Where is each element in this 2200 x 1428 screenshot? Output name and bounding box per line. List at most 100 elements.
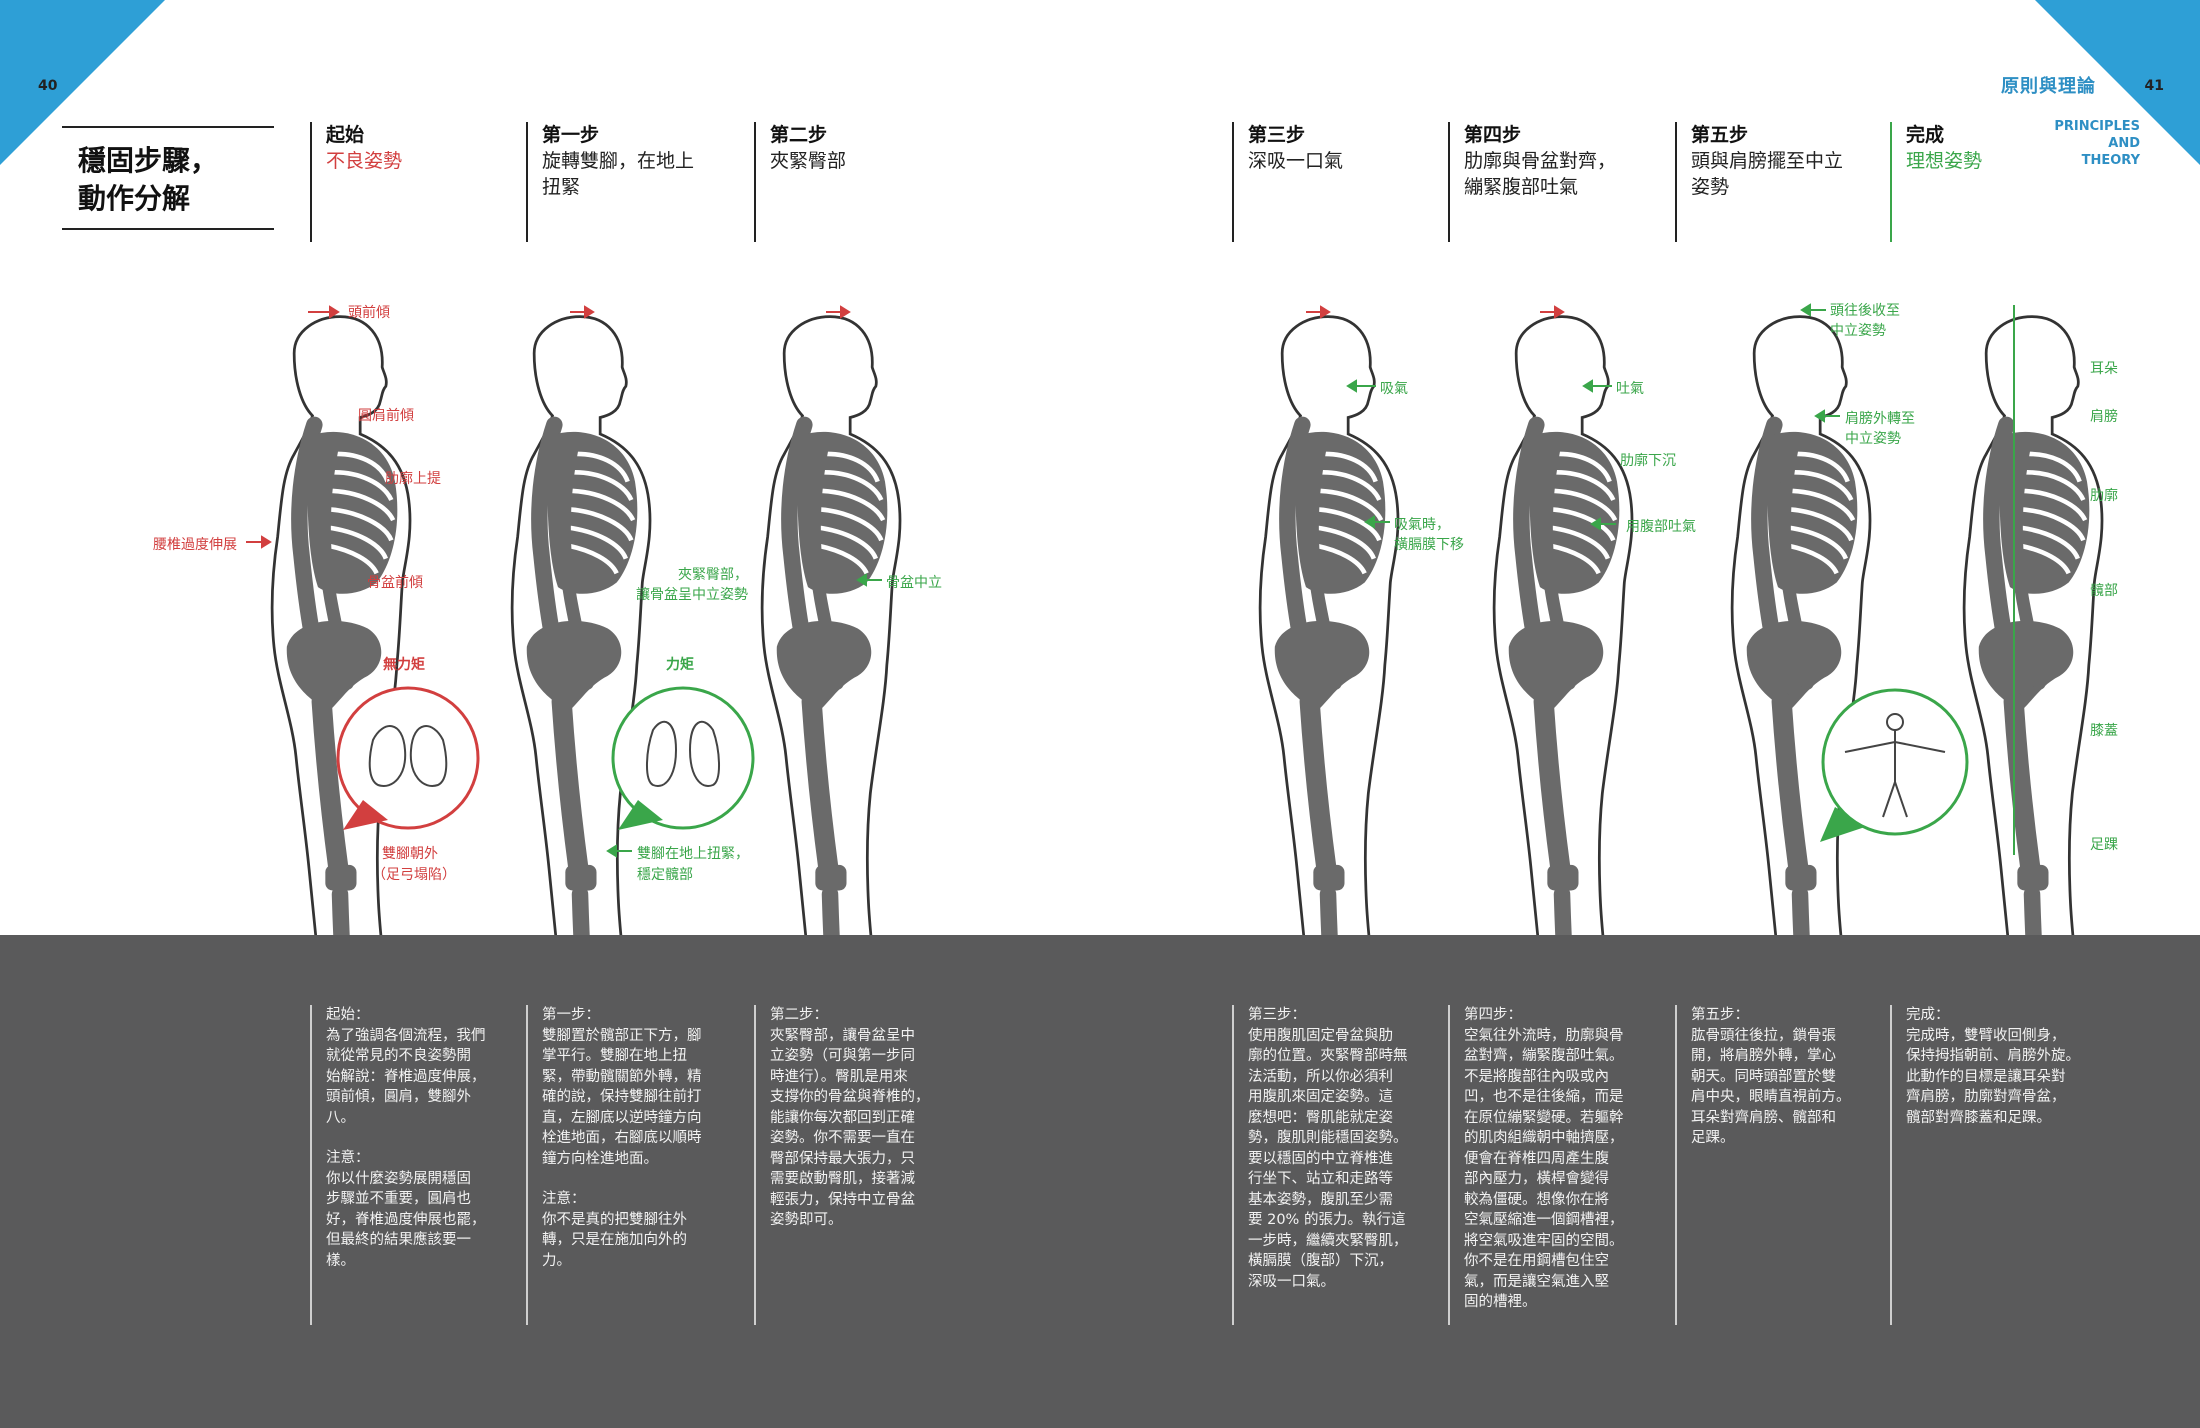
note-step5: 第五步： 肱骨頭往後拉，鎖骨張 開，將肩膀外轉，掌心 朝天。同時頭部置於雙 肩中…	[1675, 1005, 1875, 1325]
note-line: 樣。	[326, 1252, 355, 1269]
label-ear: 耳朵	[2090, 361, 2118, 377]
note-line: 肱骨頭往後拉，鎖骨張	[1691, 1027, 1836, 1044]
note-line: 掌平行。雙腳在地上扭	[542, 1048, 687, 1064]
label-diaphragm-down: 橫膈膜下移	[1394, 537, 1464, 553]
note-line: 為了強調各個流程，我們	[326, 1027, 486, 1044]
label-rounded-shoulder: 圓肩前傾	[358, 408, 414, 424]
note-line: 將空氣吸進牢固的空間。	[1464, 1232, 1624, 1249]
step-number: 第一步	[542, 124, 600, 146]
label-shoulder: 肩膀	[2090, 409, 2118, 425]
note-line: 就從常見的不良姿勢開	[326, 1048, 471, 1064]
note-line: 鐘方向栓進地面。	[542, 1150, 658, 1167]
label-ankle: 足踝	[2090, 837, 2118, 853]
label-stabilize-hips: 穩定髖部	[637, 867, 693, 883]
note-line: 第五步：	[1691, 1007, 1749, 1023]
and-line: AND	[2108, 136, 2140, 151]
note-line: 的肌肉組織朝中軸擠壓，	[1464, 1130, 1624, 1146]
note-line: 麼想吧：臀肌能就定姿	[1248, 1109, 1393, 1126]
step-number: 第五步	[1691, 124, 1749, 146]
note-line: 第三步：	[1248, 1007, 1306, 1023]
label-shoulder-rotate: 肩膀外轉至	[1845, 411, 1915, 427]
label-rib-flare: 肋廓上提	[385, 471, 441, 487]
label-neutral-pelvis: 骨盆中立	[886, 575, 942, 591]
label-rib-down: 肋廓下沉	[1620, 453, 1676, 469]
torque-label: 力矩	[666, 657, 694, 673]
step-subtitle: 旋轉雙腳，在地上	[542, 150, 695, 172]
note-line: 用腹肌來固定姿勢。這	[1248, 1089, 1393, 1105]
note-step2: 第二步： 夾緊臀部，讓骨盆呈中 立姿勢（可與第一步同 時進行）。臀肌是用來 支撐…	[754, 1005, 954, 1325]
note-line: 起始：	[326, 1007, 370, 1023]
step-subtitle: 夾緊臀部	[770, 150, 847, 172]
note-line: 姿勢。你不需要一直在	[770, 1130, 915, 1146]
note-line: 廓的位置。夾緊臀部時無	[1248, 1048, 1408, 1064]
note-line: 栓進地面，右腳底以順時	[542, 1130, 702, 1146]
note-line: 保持拇指朝前、肩膀外旋。	[1906, 1048, 2080, 1064]
principles-and-theory-label: PRINCIPLES AND THEORY	[2054, 118, 2140, 169]
note-line: 立姿勢（可與第一步同	[770, 1048, 915, 1064]
note-line: 基本姿勢，腹肌至少需	[1248, 1191, 1393, 1208]
notes-band	[0, 935, 2200, 1428]
chapter-title: 原則與理論	[2001, 76, 2096, 97]
note-line: 使用腹肌固定骨盆與肋	[1248, 1027, 1393, 1044]
note-start: 起始： 為了強調各個流程，我們 就從常見的不良姿勢開 始解說：脊椎過度伸展， 頭…	[310, 1005, 500, 1325]
label-screw-feet: 雙腳在地上扭緊，	[637, 846, 749, 862]
note-line: 臀部保持最大張力，只	[770, 1150, 915, 1167]
step-subtitle: 深吸一口氣	[1248, 150, 1344, 172]
step-header-start: 起始 不良姿勢	[310, 122, 510, 242]
step-subtitle: 理想姿勢	[1906, 150, 1983, 172]
note-line: 齊肩膀，肋廓對齊骨盆，	[1906, 1089, 2066, 1105]
note-line: 完成：	[1906, 1007, 1950, 1023]
note-line: 頭前傾，圓肩，雙腳外	[326, 1089, 471, 1105]
note-line: 夾緊臀部，讓骨盆呈中	[770, 1027, 915, 1044]
no-torque-label: 無力矩	[383, 657, 425, 673]
step-header-finish: 完成 理想姿勢	[1890, 122, 2040, 242]
note-line: 第二步：	[770, 1007, 828, 1023]
note-line: 力。	[542, 1252, 571, 1269]
label-feet-out: 雙腳朝外	[382, 846, 438, 862]
step-number: 第三步	[1248, 124, 1306, 146]
right-corner-tab	[2035, 0, 2200, 165]
note-line: 便會在脊椎四周產生腹	[1464, 1150, 1609, 1167]
note-line: 不是將腹部往內吸或內	[1464, 1068, 1609, 1085]
step-subtitle: 扭緊	[542, 176, 581, 198]
note-finish: 完成： 完成時，雙臂收回側身， 保持拇指朝前、肩膀外旋。 此動作的目標是讓耳朵對…	[1890, 1005, 2100, 1325]
step-subtitle: 不良姿勢	[326, 150, 403, 172]
annotation-arrows	[246, 303, 1840, 858]
note-line: 部內壓力，橫桿會變得	[1464, 1171, 1609, 1187]
step-header-1: 第一步 旋轉雙腳，在地上 扭緊	[526, 122, 736, 242]
label-ribcage: 肋廓	[2090, 488, 2118, 504]
label-inhale-when: 吸氣時，	[1394, 517, 1450, 533]
arms-rotation-circle	[1820, 688, 1969, 842]
note-line: 第一步：	[542, 1007, 600, 1023]
section-title-line: 穩固步驟，	[78, 144, 219, 177]
note-line: 步驟並不重要，圓肩也	[326, 1191, 471, 1207]
note-line: 足踝。	[1691, 1130, 1735, 1146]
note-line: 氣，而是讓空氣進入堅	[1464, 1273, 1609, 1290]
note-line: 注意：	[326, 1150, 370, 1166]
note-line: 你以什麼姿勢展開穩固	[326, 1170, 471, 1187]
left-corner-tab	[0, 0, 165, 165]
step-number: 起始	[326, 124, 365, 146]
label-head-back: 頭往後收至	[1830, 303, 1900, 319]
note-line: 需要啟動臀肌，接著減	[770, 1171, 915, 1187]
note-line: 肩中央，眼睛直視前方。	[1691, 1089, 1851, 1105]
step-header-2: 第二步 夾緊臀部	[754, 122, 964, 242]
note-line: 完成時，雙臂收回側身，	[1906, 1027, 2066, 1044]
step-subtitle: 頭與肩膀擺至中立	[1691, 150, 1844, 172]
theory-line: THEORY	[2081, 153, 2140, 168]
note-line: 時進行）。臀肌是用來	[770, 1068, 908, 1085]
step-header-3: 第三步 深吸一口氣	[1232, 122, 1432, 242]
note-line: 橫膈膜（腹部）下沉，	[1248, 1253, 1393, 1269]
note-line: 好，脊椎過度伸展也罷，	[326, 1211, 486, 1228]
note-line: 八。	[326, 1109, 355, 1126]
step-subtitle: 繃緊腹部吐氣	[1464, 176, 1579, 198]
note-line: 空氣往外流時，肋廓與骨	[1464, 1027, 1624, 1044]
note-line: 你不是在用鋼槽包住空	[1464, 1253, 1609, 1269]
section-title: 穩固步驟， 動作分解	[78, 142, 268, 218]
step-number: 完成	[1906, 124, 1945, 146]
label-exhale-abs: 用腹部吐氣	[1626, 519, 1696, 535]
note-line: 盆對齊，繃緊腹部吐氣。	[1464, 1048, 1624, 1064]
alignment-line	[2013, 305, 2015, 855]
note-line: 緊，帶動髖關節外轉，精	[542, 1068, 702, 1085]
note-line: 支撐你的骨盆與脊椎的，	[770, 1089, 930, 1105]
